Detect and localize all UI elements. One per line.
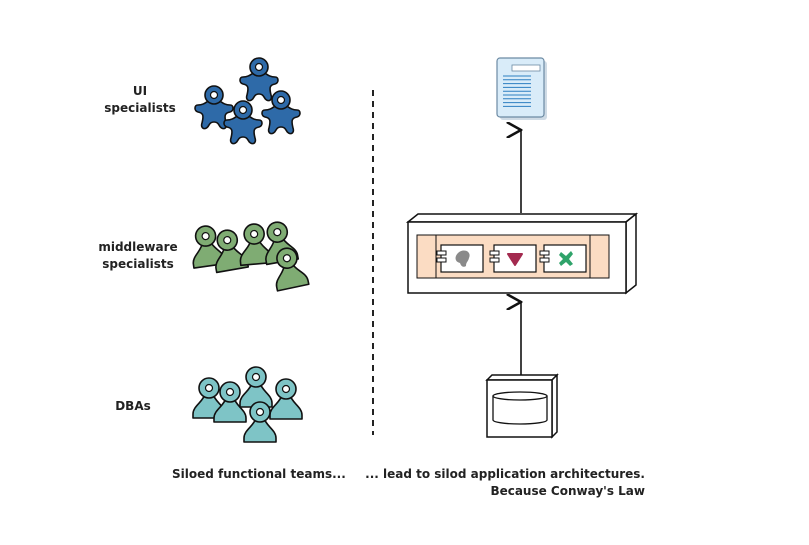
middleware-label-line2: specialists	[102, 257, 174, 271]
person-icon	[223, 100, 263, 145]
left-caption: Siloed functional teams...	[172, 467, 346, 481]
ui-specialists-group	[194, 57, 301, 145]
middleware-specialists-group	[192, 221, 310, 292]
middleware-label-line1: middleware	[98, 240, 178, 254]
component-green	[539, 244, 587, 273]
middleware-specialists-label: middleware specialists	[98, 239, 178, 273]
dba-group	[192, 366, 303, 443]
person-icon	[239, 223, 274, 267]
dba-label-line1: DBAs	[115, 399, 151, 413]
database-server-icon	[485, 373, 559, 439]
right-caption-line2: Because Conway's Law	[490, 484, 645, 498]
person-icon	[269, 378, 303, 420]
person-icon	[239, 366, 273, 408]
person-icon	[275, 247, 310, 292]
document-icon	[496, 57, 547, 120]
component-gray	[436, 244, 484, 273]
right-caption-line1: ... lead to silod application architectu…	[365, 467, 645, 481]
ui-specialists-label: UI specialists	[100, 83, 180, 117]
dba-label: DBAs	[93, 398, 173, 415]
middleware-tier-box	[405, 212, 639, 295]
person-icon	[213, 381, 247, 423]
person-icon	[215, 229, 250, 274]
ui-label-line2: specialists	[104, 101, 176, 115]
person-icon	[261, 90, 301, 135]
right-caption: ... lead to silod application architectu…	[360, 466, 645, 500]
person-icon	[243, 401, 277, 443]
person-icon	[194, 85, 234, 130]
component-red	[489, 244, 537, 273]
ui-label-line1: UI	[132, 84, 148, 98]
person-icon	[239, 57, 279, 102]
